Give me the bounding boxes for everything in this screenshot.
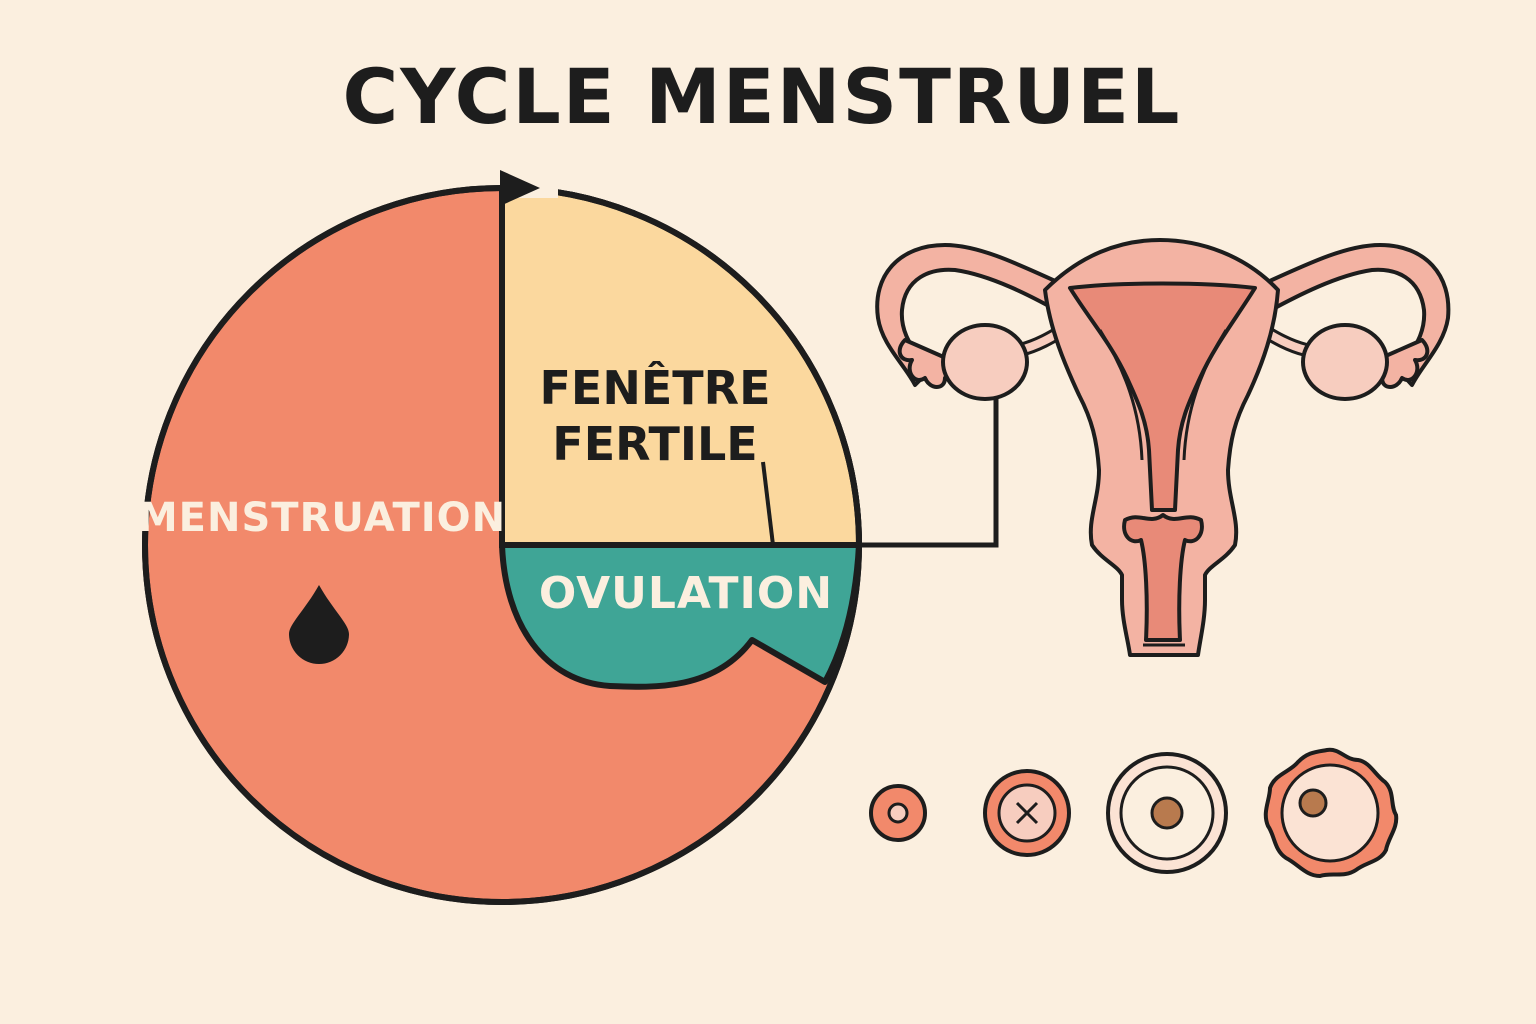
cycle-arrow-icon xyxy=(500,170,540,206)
menstruation-label: MENSTRUATION xyxy=(138,495,506,541)
left-fallopian-tube xyxy=(875,243,1077,387)
diagram-title: CYCLE MENSTRUEL xyxy=(343,52,1182,141)
cervix xyxy=(1122,513,1204,642)
follicle-stages xyxy=(869,747,1399,879)
follicle-stage-3 xyxy=(1106,752,1228,874)
blood-drop-icon xyxy=(289,585,349,664)
follicle-stage-1 xyxy=(869,784,927,842)
ovulation-label: OVULATION xyxy=(539,568,833,619)
fertile-window-label-line1: FENÊTRE xyxy=(540,361,771,415)
uterine-cavity xyxy=(1068,281,1257,512)
connector-line xyxy=(859,382,999,548)
uterus-illustration xyxy=(875,238,1451,657)
left-ovary xyxy=(941,323,1029,401)
cycle-wheel: MENSTRUATION FENÊTRE FERTILE OVULATION xyxy=(138,170,863,905)
follicle-stage-4 xyxy=(1263,747,1399,879)
follicle-stage-2 xyxy=(983,769,1071,857)
right-fallopian-tube xyxy=(1248,243,1451,387)
fertile-window-label-line2: FERTILE xyxy=(552,417,757,471)
right-ovary xyxy=(1301,323,1389,401)
